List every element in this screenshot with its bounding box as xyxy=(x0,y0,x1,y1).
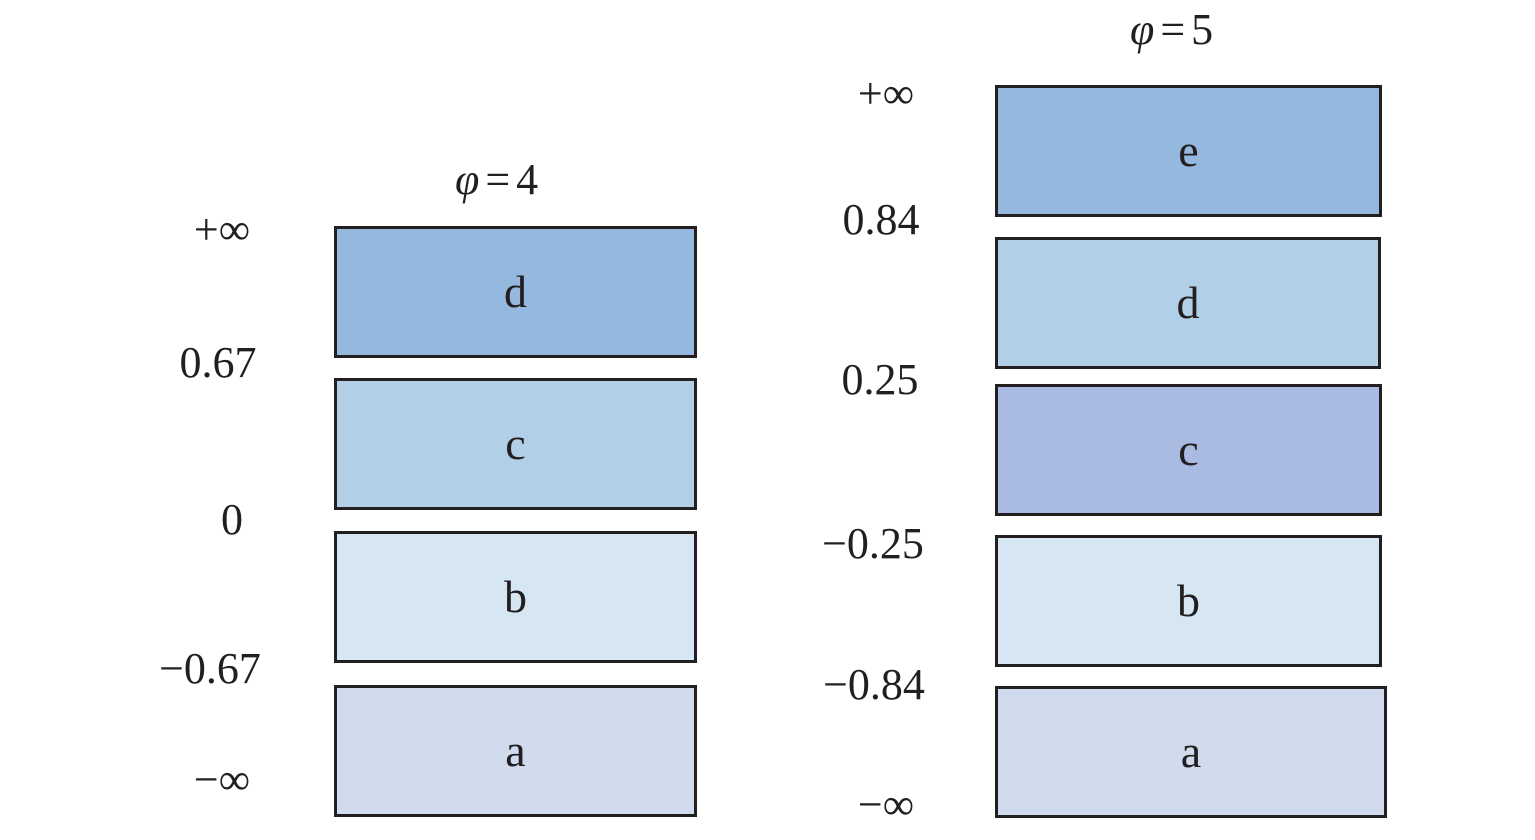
right-bound-label: −0.84 xyxy=(823,660,925,709)
left-interval-box-c: c xyxy=(334,378,697,510)
left-interval-box-a: a xyxy=(334,685,697,817)
right-interval-box-a: a xyxy=(995,686,1387,818)
right-interval-box-c: c xyxy=(995,384,1382,516)
interval-label: b xyxy=(504,571,527,622)
right-diagram-title: φ=5 xyxy=(1130,8,1213,52)
right-bound-label: −0.25 xyxy=(822,519,924,568)
left-interval-box-d: d xyxy=(334,226,697,358)
left-bound-label: +∞ xyxy=(193,205,251,254)
interval-label: b xyxy=(1177,575,1200,626)
interval-label: c xyxy=(1178,424,1199,475)
right-bound-label: 0.84 xyxy=(842,195,920,244)
left-bound-label: 0.67 xyxy=(179,338,257,387)
phi-value: 5 xyxy=(1191,5,1214,54)
interval-label: c xyxy=(505,418,526,469)
right-interval-box-e: e xyxy=(995,85,1382,217)
phi-symbol: φ xyxy=(455,155,480,204)
equals-sign: = xyxy=(485,155,511,204)
interval-label: a xyxy=(505,725,526,776)
phi-value: 4 xyxy=(516,155,539,204)
phi-symbol: φ xyxy=(1130,5,1155,54)
left-diagram-title: φ=4 xyxy=(455,158,538,202)
left-bound-label: −∞ xyxy=(193,755,251,804)
interval-label: a xyxy=(1180,726,1202,777)
right-interval-box-b: b xyxy=(995,535,1382,667)
right-bound-label: 0.25 xyxy=(841,355,919,404)
right-bound-label: +∞ xyxy=(857,69,915,118)
interval-label: e xyxy=(1178,125,1199,176)
left-interval-box-b: b xyxy=(334,531,697,663)
interval-label: d xyxy=(504,266,527,317)
left-bound-label: −0.67 xyxy=(159,644,261,693)
interval-label: d xyxy=(1176,277,1200,328)
right-bound-label: −∞ xyxy=(857,780,915,829)
equals-sign: = xyxy=(1160,5,1186,54)
right-interval-box-d: d xyxy=(995,237,1381,369)
left-bound-label: 0 xyxy=(221,495,243,544)
